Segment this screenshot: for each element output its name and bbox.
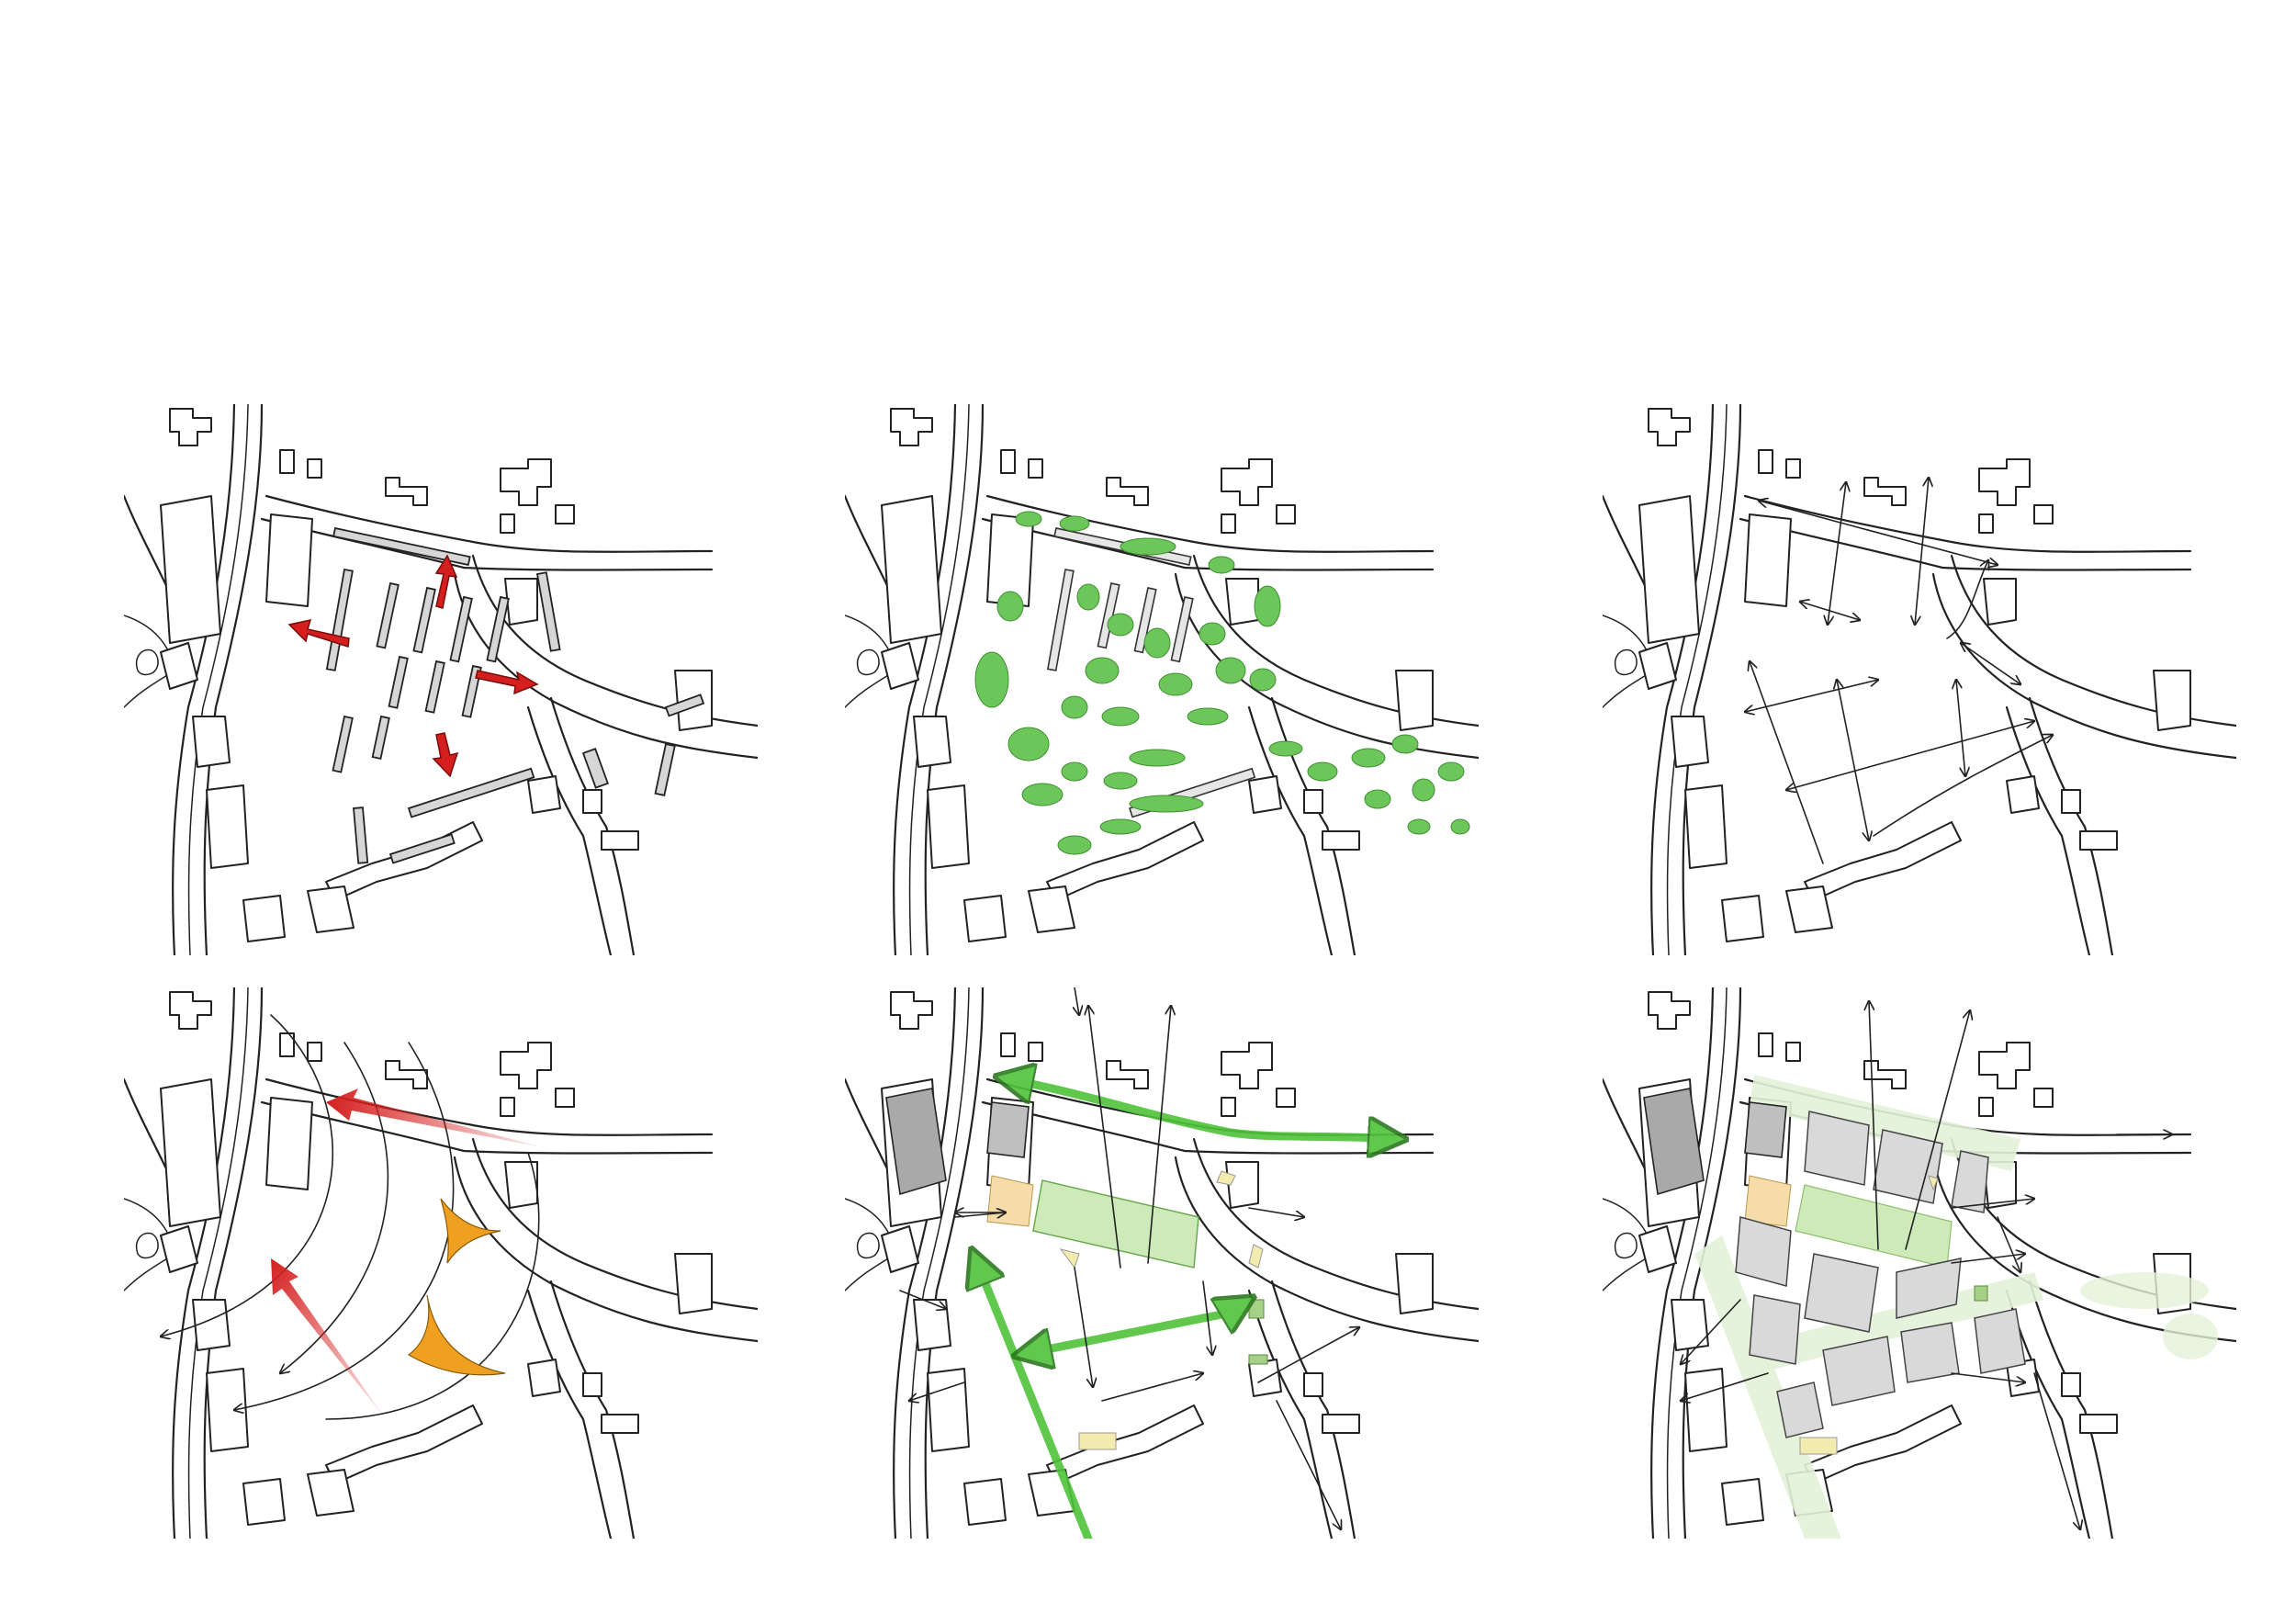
connection-arrow <box>1837 680 1869 840</box>
panel-masterplan-drawing <box>1603 987 2236 1539</box>
connection-arrow <box>1745 680 1878 712</box>
panel-green-routes-drawing <box>845 987 1479 1539</box>
base-map <box>1603 987 2236 1539</box>
connection-arrow <box>1873 735 2053 837</box>
base-map <box>1603 404 2236 955</box>
connection-arrow <box>1786 721 2034 790</box>
panel-views <box>124 987 758 1539</box>
new-urban-blocks <box>1735 1111 2026 1455</box>
connection-arrow <box>1750 661 1824 864</box>
existing-slab-blocks <box>325 526 705 864</box>
existing-grey-buildings <box>1643 1088 1792 1227</box>
red-movement-arrows <box>287 554 539 778</box>
base-map <box>845 987 1479 1539</box>
orange-view-fans <box>407 1198 506 1376</box>
panel-vegetation-drawing <box>845 404 1479 955</box>
connection-arrows <box>899 987 1359 1529</box>
panel-existing-movement-drawing <box>124 404 758 955</box>
green-network <box>1694 1075 2218 1539</box>
panel-connections <box>1603 404 2236 955</box>
panel-connections-drawing <box>1603 404 2236 955</box>
connection-arrow <box>1946 560 1988 639</box>
movement-arrows <box>1681 1001 2172 1529</box>
connection-arrows <box>1745 478 2053 864</box>
panel-views-drawing <box>124 987 758 1539</box>
red-view-cones <box>271 1088 546 1419</box>
tree-canopy <box>974 511 1470 855</box>
connection-arrow <box>1961 643 2020 684</box>
panel-green-routes <box>845 987 1479 1539</box>
panel-existing-movement <box>124 404 758 955</box>
panel-masterplan <box>1603 987 2236 1539</box>
base-map <box>124 987 758 1539</box>
connection-arrow <box>1956 680 1965 776</box>
panel-existing-vegetation <box>845 404 1479 955</box>
connection-arrow <box>1828 482 1846 625</box>
green-corridors <box>974 1077 1401 1539</box>
connection-arrow <box>1759 501 1998 565</box>
connection-arrow <box>1915 478 1929 625</box>
